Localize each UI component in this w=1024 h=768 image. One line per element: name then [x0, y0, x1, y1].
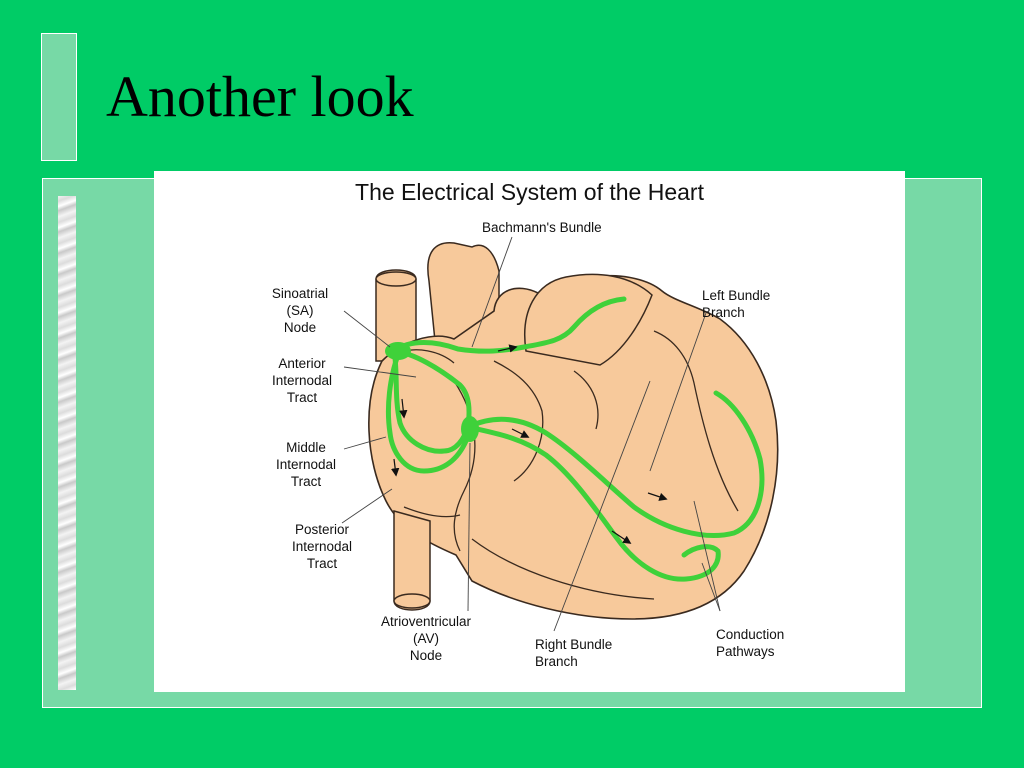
label-line: Node: [283, 320, 317, 335]
label-bachmanns-bundle: Bachmann's Bundle: [482, 220, 602, 235]
slide-title: Another look: [106, 64, 414, 129]
label-line: Conduction: [716, 627, 785, 642]
label-line: Branch: [702, 305, 745, 320]
title-accent-bar: [41, 33, 77, 161]
label-middle-internodal-tract: Middle Internodal Tract: [266, 439, 346, 490]
direction-arrows: [390, 344, 668, 544]
label-conduction-pathways: Conduction Pathways: [716, 626, 784, 660]
conduction-pathways: [385, 296, 765, 582]
label-line: Right Bundle: [535, 637, 613, 652]
label-line: Pathways: [716, 644, 775, 659]
sa-node: [385, 342, 411, 360]
marble-strip: [58, 196, 76, 690]
label-line: Internodal: [291, 539, 353, 554]
label-line: Tract: [286, 390, 318, 405]
label-anterior-internodal-tract: Anterior Internodal Tract: [262, 355, 342, 406]
label-line: Anterior: [278, 356, 326, 371]
leader-lines: [341, 236, 721, 632]
label-line: Left Bundle: [702, 288, 771, 303]
label-line: Internodal: [271, 373, 333, 388]
av-node: [461, 416, 479, 442]
label-line: Internodal: [275, 457, 337, 472]
label-line: Branch: [535, 654, 578, 669]
label-posterior-internodal-tract: Posterior Internodal Tract: [282, 521, 362, 572]
label-sa-node: Sinoatrial (SA) Node: [260, 285, 340, 336]
label-line: Middle: [286, 440, 326, 455]
label-line: Tract: [306, 556, 338, 571]
label-line: Tract: [290, 474, 322, 489]
heart-illustration: [341, 236, 779, 632]
label-av-node: Atrioventricular (AV) Node: [364, 613, 488, 664]
label-line: Sinoatrial: [271, 286, 329, 301]
diagram-heading: The Electrical System of the Heart: [355, 179, 704, 205]
label-left-bundle-branch: Left Bundle Branch: [702, 287, 770, 321]
label-line: (SA): [286, 303, 314, 318]
label-right-bundle-branch: Right Bundle Branch: [535, 636, 612, 670]
label-line: Node: [409, 648, 443, 663]
label-line: Posterior: [294, 522, 350, 537]
label-line: (AV): [413, 631, 439, 646]
heart-diagram: The Electrical System of the Heart Bachm…: [154, 171, 905, 692]
label-line: Atrioventricular: [380, 614, 472, 629]
